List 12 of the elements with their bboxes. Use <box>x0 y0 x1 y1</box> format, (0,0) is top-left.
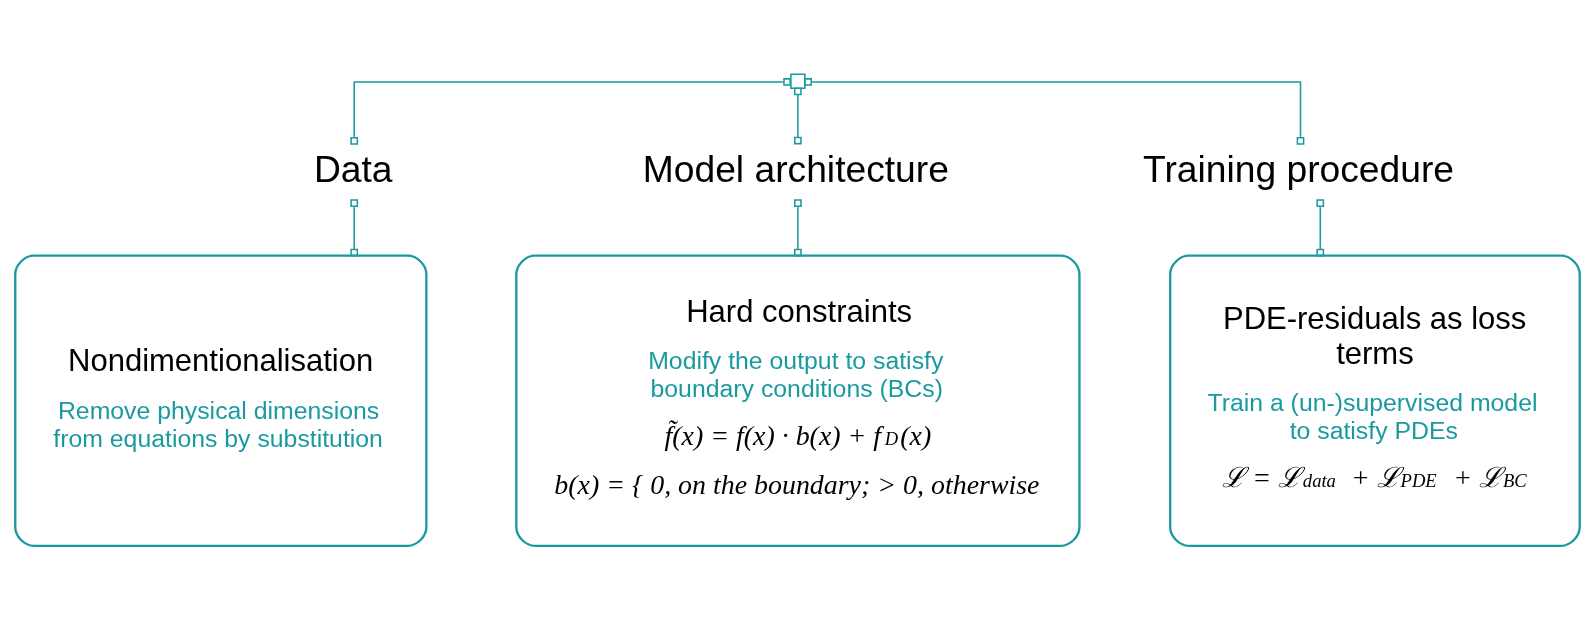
node-box: Hard constraints Modify the output to satisfy boundary conditions (BCs) f̃(x) = f(x) · b(x) + fD(x) b(x) = { 0, on the boundary; > 0, otherwise <box>515 254 1081 547</box>
node-box: Nondimentionalisation Remove physical dimensions from equations by substitution <box>14 254 428 547</box>
node-text: Model architecture <box>642 147 949 190</box>
node-text: Training procedure <box>1143 147 1455 190</box>
connector <box>804 78 1305 145</box>
node-text: Data <box>313 147 393 190</box>
connector <box>794 87 802 145</box>
connector <box>794 199 802 257</box>
node-box <box>790 73 806 89</box>
node-box: PDE-residuals as loss terms Train a (un-)supervised model to satisfy PDEs ℒ = ℒdata + ℒPDE + ℒBC <box>1169 254 1581 547</box>
connector <box>350 78 791 145</box>
connector <box>350 199 359 257</box>
